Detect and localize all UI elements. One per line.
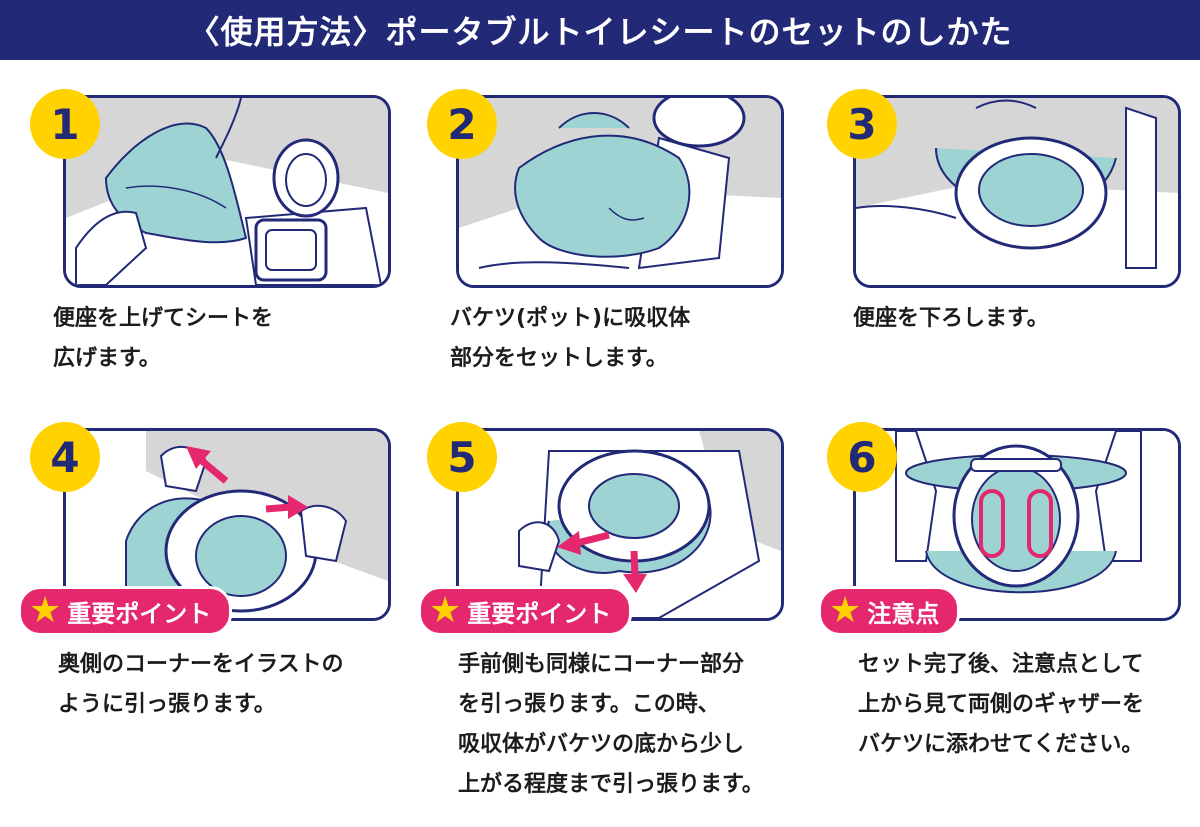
caption-line: 便座を上げてシートを [53, 306, 274, 331]
step-number-badge: 3 [827, 89, 897, 159]
step-number-badge: 5 [427, 422, 497, 492]
step-number-badge: 1 [30, 89, 100, 159]
caption-line: 便座を下ろします。 [853, 306, 1049, 331]
caption-line: 吸収体がバケツの底から少し [458, 732, 745, 757]
step-number-badge: 6 [827, 422, 897, 492]
step-4: 4 ★ 重要ポイント 奥側のコーナーをイラストの ように引っ張ります。 [18, 422, 391, 728]
step-6: 6 ★ 注意点 セット完了後、注意点として 上から見て両側のギャザーを バケツに… [818, 422, 1181, 757]
star-icon: ★ [829, 590, 862, 631]
page-header: 〈使用方法〉ポータブルトイレシートのセットのしかた [0, 0, 1200, 60]
caption-line: 上がる程度まで引っ張ります。 [458, 772, 764, 797]
caption-line: 広げます。 [53, 346, 161, 371]
step-3: 3 便座を下ろします。 [827, 89, 1181, 395]
caption-line: バケツ(ポット)に吸収体 [450, 306, 691, 331]
caption-line: バケツに添わせてください。 [858, 732, 1144, 757]
step-2-caption: バケツ(ポット)に吸収体 部分をセットします。 [450, 299, 690, 379]
caption-line: 部分をセットします。 [450, 346, 668, 371]
step-2-illustration [456, 95, 784, 288]
step-5-illustration [456, 428, 784, 621]
step-5-caption: 手前側も同様にコーナー部分 を引っ張ります。この時、 吸収体がバケツの底から少し… [458, 645, 764, 805]
caption-line: を引っ張ります。この時、 [458, 692, 720, 717]
step-3-caption: 便座を下ろします。 [853, 299, 1049, 339]
step-4-illustration [63, 428, 391, 621]
step-4-caption: 奥側のコーナーをイラストの ように引っ張ります。 [58, 645, 344, 725]
star-icon: ★ [429, 590, 462, 631]
step-number-badge: 2 [427, 89, 497, 159]
step-1-illustration [63, 95, 391, 288]
caption-line: セット完了後、注意点として [858, 652, 1144, 677]
important-point-label: ★ 重要ポイント [18, 586, 233, 636]
point-label-text: 注意点 [867, 599, 940, 628]
star-icon: ★ [29, 590, 62, 631]
step-5: 5 ★ 重要ポイント 手前側も同様にコーナー部分 を引っ張ります。この時、 吸収… [418, 422, 784, 808]
step-number-badge: 4 [30, 422, 100, 492]
caption-line: 奥側のコーナーをイラストの [58, 652, 344, 677]
caption-line: 上から見て両側のギャザーを [858, 692, 1145, 717]
point-label-text: 重要ポイント [467, 599, 612, 628]
step-1: 1 便座を上げてシートを 広げます。 [30, 89, 391, 395]
caption-line: ように引っ張ります。 [58, 692, 276, 717]
important-point-label: ★ 重要ポイント [418, 586, 633, 636]
caption-line: 手前側も同様にコーナー部分 [458, 652, 745, 677]
step-3-illustration [853, 95, 1181, 288]
caution-label: ★ 注意点 [818, 586, 961, 636]
step-2: 2 バケツ(ポット)に吸収体 部分をセットします。 [427, 89, 784, 395]
point-label-text: 重要ポイント [67, 599, 212, 628]
page-title: 〈使用方法〉ポータブルトイレシートのセットのしかた [187, 13, 1013, 51]
step-6-caption: セット完了後、注意点として 上から見て両側のギャザーを バケツに添わせてください… [858, 645, 1144, 765]
step-1-caption: 便座を上げてシートを 広げます。 [53, 299, 273, 379]
